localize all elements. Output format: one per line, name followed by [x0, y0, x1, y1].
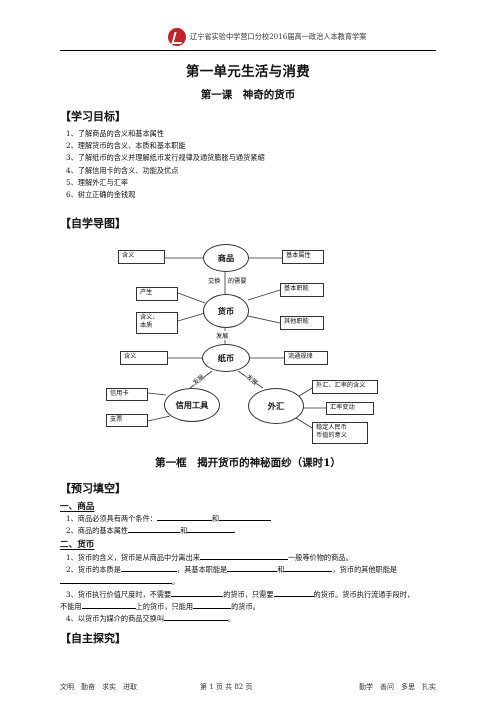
objective-item: 5、理解外汇与汇率 [66, 177, 129, 187]
box-credit-card: 信用卡 [106, 388, 148, 401]
question-text: 一般等价物的商品。 [287, 553, 353, 562]
question-2-3: 3、货币执行价值尺度时，不需要 的货币，只需要 的货币。货币执行流通手段时， [66, 588, 414, 600]
box-rate-change: 汇率变动 [326, 402, 374, 415]
objective-item: 1、了解商品的含义和基本属性 [66, 129, 165, 138]
objective-item: 6、树立正确的金钱观 [66, 190, 136, 200]
box-cheque: 支票 [106, 414, 148, 427]
question-2-1: 1、货币的含义，货币是从商品中分离出来 一般等价物的商品。 [66, 551, 353, 563]
answer-blank[interactable] [187, 524, 236, 533]
question-text: 的货币。货币执行流通手段时， [313, 590, 415, 599]
question-text: 2、货币的本质是 [66, 565, 121, 574]
question-text: 和 [180, 526, 188, 535]
lesson-title: 第一课 神奇的货币 [200, 89, 296, 101]
box-basic-attributes: 基本属性 [282, 250, 324, 264]
objective-item: 4、了解信用卡的含义、功能及优点 [66, 165, 179, 175]
school-logo-icon [168, 28, 186, 46]
question-text: 不能用 [60, 602, 82, 611]
objective-item: 3、了解纸币的含义并理解纸币发行规律及通货膨胀与通货紧缩 [66, 153, 265, 163]
objective-item: 2、理解货币的含义、本质和基本职能 [66, 141, 186, 151]
node-paper-money: 纸币 [202, 344, 250, 372]
question-text: 。 [172, 577, 180, 586]
box-other-functions: 其他职能 [280, 316, 324, 330]
concept-map-lines [147, 257, 326, 429]
question-1-1: 1、商品必须具有两个条件： 和 [66, 512, 272, 524]
heading-money: 二、货币 [60, 540, 95, 550]
footer-left: 文明 勤奋 求实 进取 [60, 683, 137, 691]
section-explore: 【自主探究】 [60, 632, 126, 645]
answer-blank[interactable] [171, 588, 224, 597]
section-preview: 【预习填空】 [60, 482, 126, 495]
question-text: 。 [228, 614, 236, 623]
footer-page-number: 第 1 页 共 82 页 [200, 683, 253, 691]
question-1-2: 2、商品的基本属性 和 [66, 524, 236, 536]
question-text: 的货币，只需要 [223, 590, 274, 599]
question-text: 和 [277, 565, 285, 574]
box-forex-meaning: 外汇、汇率的含义 [312, 380, 378, 394]
question-text: 1、货币的含义，货币是从商品中分离出来 [66, 553, 200, 562]
question-text: 和 [211, 514, 220, 523]
answer-blank[interactable] [193, 600, 232, 609]
answer-blank[interactable] [227, 563, 278, 572]
answer-blank[interactable] [164, 612, 229, 621]
label-exchange: 交换 [208, 276, 221, 285]
question-text: 2、商品的基本属性 [66, 526, 129, 535]
header-text: 辽宁省实验中学营口分校2016届高一政治人本教育学案 [190, 32, 367, 41]
section-objectives: 【学习目标】 [60, 110, 126, 123]
question-text: 的货币。 [231, 602, 260, 611]
box-rmb-stability: 稳定人民币 币值的意义 [312, 422, 368, 444]
box-meaning-essence: 含义、 本质 [136, 312, 178, 334]
node-forex: 外汇 [248, 388, 304, 424]
box-origin: 产生 [136, 287, 178, 301]
question-2-4: 4、以货币为媒介的商品交换叫 。 [66, 612, 235, 624]
framework-title: 第一框 揭开货币的神秘面纱（课时1） [155, 457, 341, 469]
unit-title: 第一单元生活与消费 [185, 64, 311, 80]
question-2-3-cont: 不能用 上的货币，只能用 的货币。 [60, 600, 260, 612]
answer-blank[interactable] [128, 524, 181, 533]
box-basic-functions: 基本职能 [280, 283, 324, 297]
node-money: 货币 [203, 294, 249, 328]
heading-commodity: 一、商品 [60, 502, 95, 512]
footer-right: 勤学 善问 多思 扎实 [359, 683, 436, 691]
label-exchange-need: 的需要 [228, 276, 247, 285]
question-2-2: 2、货币的本质是 ，其基本职能是 和 ，货币的其他职能是 [66, 563, 397, 575]
answer-blank[interactable] [120, 563, 177, 572]
question-text: 3、货币执行价值尺度时，不需要 [66, 590, 172, 599]
answer-blank[interactable] [60, 575, 172, 584]
answer-blank[interactable] [219, 512, 272, 521]
objectives-list: 1、了解商品的含义和基本属性 2、理解货币的含义、本质和基本职能 3、了解纸币的… [66, 128, 265, 201]
question-2-2-cont: 。 [60, 575, 179, 587]
answer-blank[interactable] [284, 563, 333, 572]
box-paper-money-meaning: 含义 [120, 351, 168, 365]
answer-blank[interactable] [199, 551, 288, 560]
box-commodity-meaning: 含义 [118, 250, 165, 264]
label-develop: 发展 [216, 331, 229, 340]
question-text: ，其基本职能是 [176, 565, 228, 574]
answer-blank[interactable] [273, 588, 314, 597]
node-commodity: 商品 [203, 244, 249, 272]
concept-map: 含义 商品 基本属性 交换 的需要 产生 货币 基本职能 含义、 本质 其他职能… [100, 238, 400, 448]
section-map: 【自学导图】 [60, 217, 126, 230]
question-text: 4、以货币为媒介的商品交换叫 [66, 614, 165, 623]
question-text: 1、商品必须具有两个条件： [66, 514, 157, 523]
answer-blank[interactable] [156, 512, 212, 521]
question-text: 上的货币，只能用 [135, 602, 194, 611]
question-text: ，货币的其他职能是 [332, 565, 398, 574]
answer-blank[interactable] [81, 600, 136, 609]
page-header: 辽宁省实验中学营口分校2016届高一政治人本教育学案 [60, 28, 436, 51]
node-credit-tools: 信用工具 [164, 388, 220, 422]
box-circulation-law: 流通规律 [284, 351, 328, 365]
